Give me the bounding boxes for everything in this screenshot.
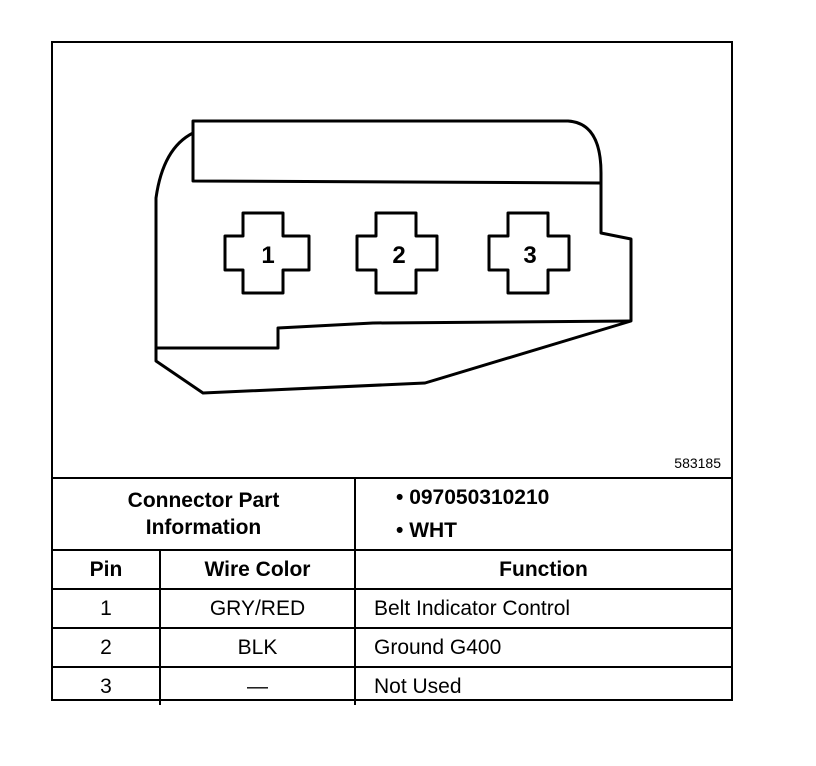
pin-cavity-2: [355, 211, 439, 295]
table-row: 2 BLK Ground G400: [53, 627, 731, 668]
table-row: 3 — Not Used: [53, 666, 731, 705]
figure-id: 583185: [674, 455, 721, 471]
connector-drawing: 1 2 3: [154, 119, 633, 395]
pin-label-1: 1: [261, 242, 274, 269]
cell-wire-color: GRY/RED: [159, 588, 356, 629]
connector-top-latch: [191, 121, 602, 185]
cell-pin: 2: [53, 627, 161, 668]
cell-function: Ground G400: [354, 627, 731, 668]
part-info-label: Connector Part Information: [53, 477, 356, 551]
part-number: 097050310210: [396, 481, 731, 514]
connector-color: WHT: [396, 514, 731, 547]
cell-function: Belt Indicator Control: [354, 588, 731, 629]
cell-function: Not Used: [354, 666, 731, 705]
pin-label-2: 2: [392, 242, 405, 269]
pin-cavity-3: [487, 211, 571, 295]
pin-label-3: 3: [523, 242, 536, 269]
cell-pin: 1: [53, 588, 161, 629]
header-wire-color: Wire Color: [159, 549, 356, 590]
connector-info-table: Connector Part Information 097050310210 …: [53, 477, 731, 705]
table-row: 1 GRY/RED Belt Indicator Control: [53, 588, 731, 629]
cell-wire-color: BLK: [159, 627, 356, 668]
connector-diagram-frame: 1 2 3 583185 Connector Part Information …: [51, 41, 733, 705]
cell-wire-color: —: [159, 666, 356, 705]
header-pin: Pin: [53, 549, 161, 590]
header-function: Function: [354, 549, 731, 590]
part-info-values: 097050310210 WHT: [354, 477, 731, 551]
pin-cavity-1: [223, 211, 311, 295]
cell-pin: 3: [53, 666, 161, 705]
connector-body-outline: [154, 119, 633, 395]
connector-lower-step: [156, 319, 632, 350]
